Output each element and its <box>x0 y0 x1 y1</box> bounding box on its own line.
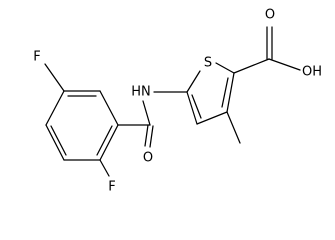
bond-ring-2 <box>99 90 119 126</box>
bond-thio-c2-c3 <box>226 72 235 113</box>
bond-thio-c3-c4 <box>196 111 228 125</box>
bond-ring-5 <box>45 124 65 161</box>
bond-ring-carboxyl <box>233 58 270 74</box>
bond-ring-inner-3 <box>50 125 67 156</box>
bond-thio-inner-2 <box>191 94 202 119</box>
bond-ring-inner-2 <box>96 125 113 156</box>
bond-c-f-bottom <box>99 159 110 177</box>
acid-carbonyl-oxygen-label: O <box>265 8 275 23</box>
ring-sulfur-label: S <box>204 56 212 71</box>
bond-thio-s-c2 <box>215 62 235 74</box>
bond-thio-c4-c5 <box>186 91 198 125</box>
thiophene-ring <box>186 62 235 125</box>
bond-c-f-top <box>44 63 65 92</box>
amide-nitrogen-label: HN <box>131 85 151 100</box>
carbonyl-oxygen-label: O <box>143 151 153 166</box>
fluorine-top-label: F <box>33 50 40 65</box>
bond-carbonyl-double-b <box>149 125 154 148</box>
bond-carbonyl-double-a <box>144 124 149 147</box>
fluorine-bottom-label: F <box>108 180 115 195</box>
hydroxyl-label: OH <box>302 65 322 80</box>
bond-carbonyl-nitrogen <box>142 100 151 126</box>
bond-acid-hydroxyl <box>268 58 301 71</box>
bond-thio-inner-1 <box>221 77 229 108</box>
bond-thio-c5-s <box>186 70 201 93</box>
difluorophenyl-ring <box>45 90 119 161</box>
molecule-structure-diagram: F F O HN S O OH <box>33 8 322 195</box>
bond-ring-6 <box>45 90 65 126</box>
bond-methyl <box>226 111 241 144</box>
bond-ring-3 <box>99 124 119 161</box>
